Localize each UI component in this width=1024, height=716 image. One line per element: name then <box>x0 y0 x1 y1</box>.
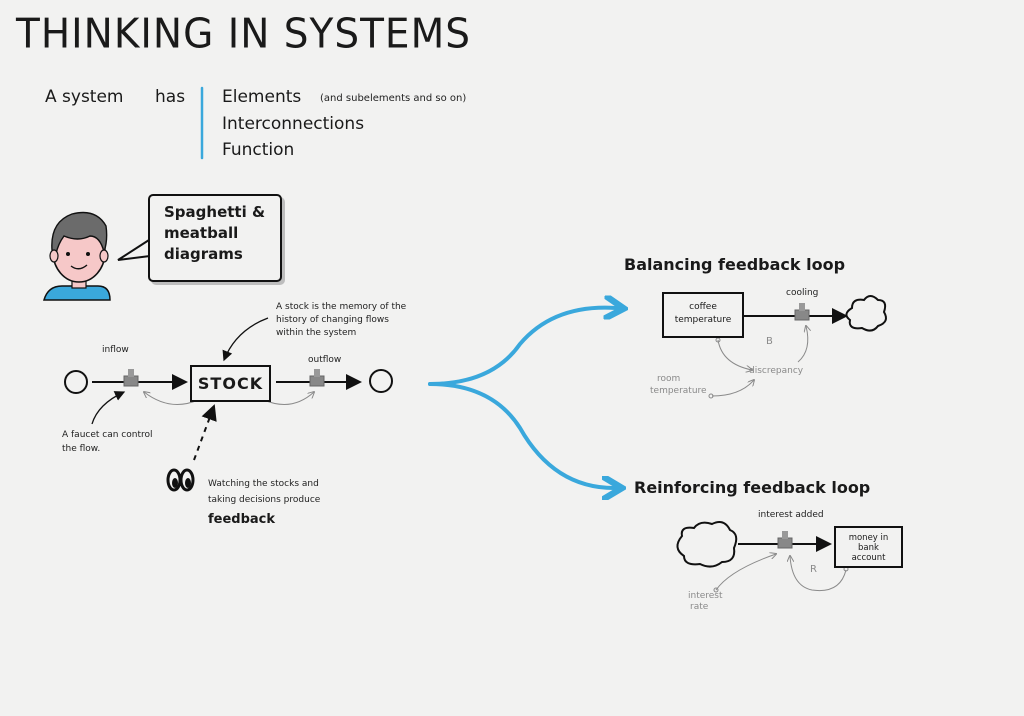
room-temperature-line-1: room <box>657 374 681 384</box>
page-title: THINKING IN SYSTEMS <box>16 11 471 58</box>
watching-note-line-1: Watching the stocks and <box>208 479 319 489</box>
stock-note-line-2: history of changing flows <box>276 315 389 325</box>
room-temperature-line-2: temperature <box>650 386 707 396</box>
faucet-note-arrow <box>91 391 126 425</box>
coffee-line-2: temperature <box>674 315 732 325</box>
stock-note-line-3: within the system <box>276 328 357 338</box>
faucet-icon <box>777 531 793 549</box>
faucet-icon <box>123 369 139 387</box>
sink-circle <box>369 369 393 393</box>
speech-bubble-tail <box>117 239 151 261</box>
faucet-note-line-1: A faucet can control <box>62 430 153 440</box>
cloud-icon <box>676 521 738 568</box>
system-verb: has <box>155 87 186 107</box>
interest-rate-line-1: interest <box>688 591 723 601</box>
reinforcing-link-1 <box>790 556 847 592</box>
reinforcing-heading: Reinforcing feedback loop <box>634 478 871 497</box>
stock-note-line-1: A stock is the memory of the <box>276 302 407 312</box>
balancing-heading: Balancing feedback loop <box>624 255 846 274</box>
balancing-link-3 <box>711 380 754 397</box>
elements-note: (and subelements and so on) <box>320 93 467 104</box>
money-line-2: bank <box>858 543 879 553</box>
discrepancy-label: discrepancy <box>749 366 804 376</box>
interest-rate-line-2: rate <box>690 602 709 612</box>
money-line-1: money in <box>848 533 889 543</box>
outflow-feedback-link <box>263 392 314 405</box>
feedback-label: feedback <box>208 512 276 527</box>
reinforcing-link-2 <box>715 554 776 591</box>
source-circle <box>64 370 88 394</box>
balancing-loop-letter: B <box>766 336 773 347</box>
faucet-note-line-2: the flow. <box>62 444 101 454</box>
coffee-temperature-box: coffee temperature <box>662 292 744 338</box>
system-lead: A system <box>45 87 124 107</box>
cooling-label: cooling <box>786 288 819 298</box>
balancing-link-1 <box>717 339 752 370</box>
speech-bubble: Spaghetti & meatball diagrams <box>148 194 282 282</box>
money-line-3: account <box>851 553 886 563</box>
branch-arrow-reinforcing <box>428 382 614 488</box>
watching-arrow <box>193 404 217 461</box>
system-item-elements: Elements <box>222 87 302 107</box>
reinforcing-loop-letter: R <box>810 564 817 575</box>
outflow-label: outflow <box>308 355 342 365</box>
system-item-function: Function <box>222 140 295 160</box>
cloud-icon <box>845 295 887 332</box>
person-icon <box>43 211 111 301</box>
balancing-link-2 <box>797 326 808 363</box>
system-item-interconnections: Interconnections <box>222 114 365 134</box>
branch-arrow-balancing <box>428 308 616 386</box>
faucet-icon <box>794 303 810 321</box>
stock-note-arrow <box>222 317 269 362</box>
stock-box: STOCK <box>190 365 271 402</box>
watching-note-line-2: taking decisions produce <box>208 495 321 505</box>
money-account-box: money in bank account <box>834 526 903 568</box>
interest-added-label: interest added <box>758 510 824 520</box>
faucet-icon <box>309 369 325 387</box>
inflow-label: inflow <box>102 345 129 355</box>
eyes-icon <box>166 468 195 492</box>
coffee-line-1: coffee <box>689 302 717 312</box>
